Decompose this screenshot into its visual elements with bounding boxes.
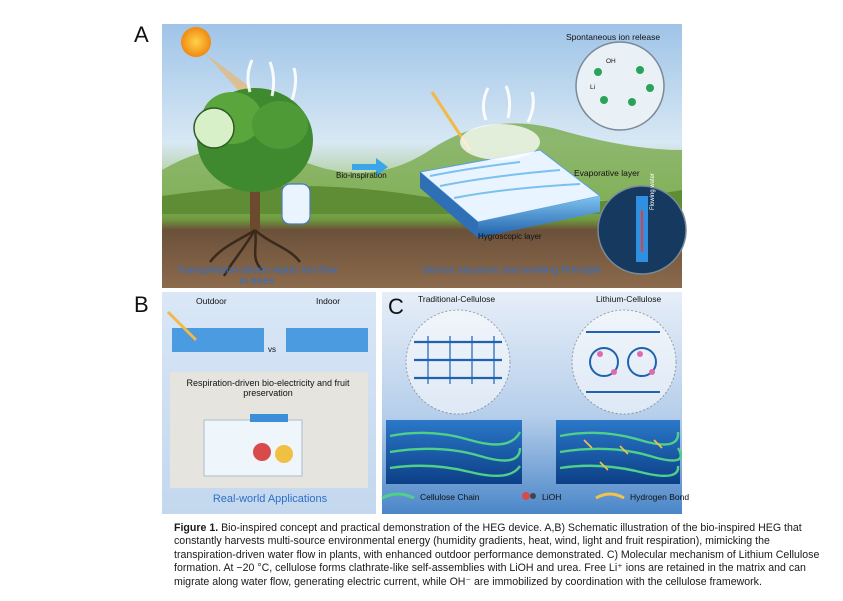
- label-vs: vs: [268, 345, 276, 354]
- heg-device-illustration: [418, 149, 602, 238]
- li-ion-markers: [594, 66, 654, 106]
- label-evaporative-layer: Evaporative layer: [574, 168, 640, 178]
- vapor-cloud-icon: [460, 124, 540, 160]
- label-li: Li: [590, 84, 596, 91]
- label-hygroscopic-layer: Hygroscopic layer: [478, 232, 542, 241]
- traditional-cellulose-structure: [414, 336, 502, 384]
- label-oh: OH: [606, 58, 616, 65]
- label-spontaneous-ion-release: Spontaneous ion release: [566, 32, 661, 42]
- tree-vapor-arrows: [246, 59, 298, 101]
- figure: A B C Spontaneous ion release OH Li Bio-…: [134, 22, 690, 514]
- xylem-zoom-icon: [281, 183, 311, 225]
- legend-hbond-swatch: [595, 492, 625, 500]
- label-traditional-cellulose: Traditional-Cellulose: [418, 294, 496, 304]
- hydrogen-bond-marks: [583, 439, 663, 471]
- fruit-device-icon: [250, 414, 288, 422]
- figure-caption: Figure 1. Bio-inspired concept and pract…: [174, 522, 822, 589]
- label-real-world-applications: Real-world Applications: [212, 493, 328, 505]
- traditional-cellulose-zoom: [405, 309, 511, 415]
- panel-letter-b: B: [134, 292, 149, 317]
- legend-hydrogen-bond: Hydrogen Bond: [630, 492, 690, 502]
- traditional-fiber-network: [386, 420, 522, 484]
- label-device-title: Device structure and working Principle: [422, 264, 602, 276]
- label-bio-inspiration: Bio-inspiration: [336, 171, 387, 180]
- caption-label: Figure 1.: [174, 522, 219, 534]
- lithium-fiber-strands: [559, 431, 682, 478]
- device-vapor-arrows: [481, 85, 535, 123]
- legend-lioh: LiOH: [542, 492, 562, 502]
- legend-cellulose-swatch: [381, 492, 415, 500]
- figure-artwork: [162, 24, 687, 514]
- caption-text: Bio-inspired concept and practical demon…: [174, 522, 820, 588]
- lithium-cellulose-zoom: [571, 309, 677, 415]
- label-flowing-water: Flowing water: [650, 172, 656, 210]
- lithium-cellulose-structure: [586, 331, 660, 393]
- fruit-icon-2: [275, 445, 293, 463]
- ion-release-inset: [575, 41, 665, 131]
- legend-lioh-swatch-2: [530, 493, 536, 499]
- lithium-ion-markers: [597, 351, 655, 375]
- fruit-icon: [253, 443, 271, 461]
- label-lithium-cellulose: Lithium-Cellulose: [596, 294, 662, 304]
- lithium-fiber-network: [556, 420, 680, 484]
- indoor-device-icon: [286, 328, 368, 352]
- label-respiration-title: Respiration-driven bio-electricity and f…: [186, 378, 350, 398]
- outdoor-sunlight-icon: [166, 310, 198, 342]
- label-transpiration-title: Transpiration-driven water ion flow in t…: [176, 264, 338, 287]
- label-outdoor: Outdoor: [196, 296, 227, 306]
- leaf-zoom-icon: [193, 107, 235, 149]
- panel-letter-a: A: [134, 22, 149, 47]
- traditional-fiber-strands: [389, 431, 522, 478]
- panel-letter-c: C: [388, 294, 404, 319]
- legend-cellulose-chain: Cellulose Chain: [420, 492, 480, 502]
- label-indoor: Indoor: [316, 296, 341, 306]
- bio-inspiration-arrow-icon: [352, 158, 388, 176]
- sun-icon: [181, 27, 211, 57]
- legend-lioh-swatch: [522, 492, 530, 500]
